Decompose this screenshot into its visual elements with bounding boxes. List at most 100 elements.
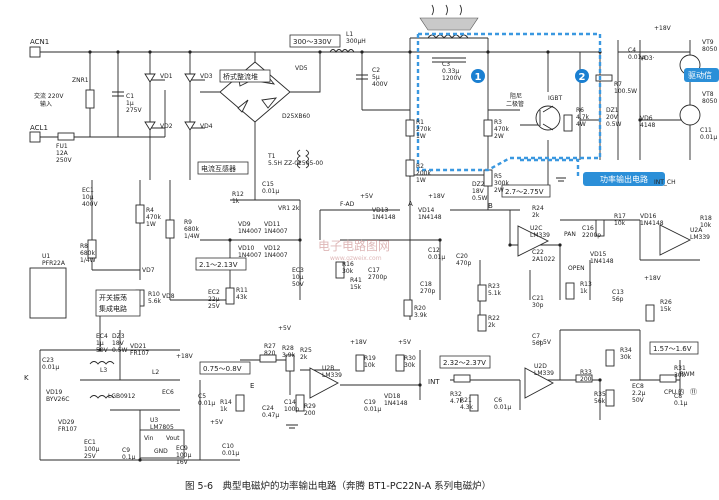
- v157-box: [649, 341, 699, 355]
- component-label: EC6: [162, 389, 174, 396]
- osc-label-box: [95, 289, 141, 317]
- igbt-symbol: [535, 105, 561, 131]
- callout-number-1: 1: [475, 72, 482, 83]
- osc-ic-label-line1: 开关振荡: [99, 293, 127, 302]
- damper-diode-label-2: 二极管: [506, 100, 524, 108]
- u3-vin-label: Vin: [144, 435, 154, 442]
- figure-caption: 图 5-6 典型电磁炉的功率输出电路（奔腾 BT1-PC22N-A 系列电磁炉）: [185, 480, 491, 492]
- vt8-transistor: [679, 104, 701, 126]
- osc-ic-label-line2: 集成电路: [99, 304, 127, 313]
- cpu-pin-label: CPU 的: [664, 388, 684, 396]
- v300-label: 300～330V: [293, 38, 332, 46]
- v157-label: 1.57～1.6V: [653, 345, 692, 353]
- bridge-rectifier-label: 桥式整流堆: [223, 72, 258, 81]
- mains-input-label-2: 输入: [40, 100, 52, 108]
- rail-p18-bottom: +18V: [350, 339, 368, 346]
- power-output-pointer: [520, 158, 580, 178]
- v300-box: [289, 34, 341, 48]
- acl1-net-label: ACL1: [30, 124, 48, 132]
- f-ad-net-label: F-AD: [340, 201, 355, 208]
- watermark-url: www.gzweix.com: [330, 255, 382, 262]
- acn1-terminal: [29, 46, 41, 58]
- rail-p5-bottom-2: +5V: [398, 339, 412, 346]
- rail-p5-reg: +5V: [210, 419, 224, 426]
- u3-gnd-label: GND: [154, 448, 168, 455]
- a-node-label: A: [408, 200, 413, 208]
- v232-box: [439, 355, 491, 369]
- cpu-pin-number: ⑪: [690, 388, 697, 396]
- rail-p18-right: +18V: [644, 275, 662, 282]
- drive-signal-label-box: [684, 68, 719, 82]
- component-label: L3: [100, 367, 107, 374]
- damper-diode-label-1: 阻尼: [510, 92, 522, 100]
- int-net-label: INT: [428, 378, 440, 386]
- rail-p18-mid: +18V: [428, 193, 446, 200]
- component-label: VD8: [162, 293, 175, 300]
- component-label: VD4: [200, 123, 213, 130]
- u2c-comparator: [517, 225, 550, 257]
- component-label: ZNR1: [72, 77, 89, 84]
- component-label: VD7: [142, 267, 155, 274]
- callout-circle-2: [575, 69, 589, 83]
- v27-label: 2.7～2.75V: [505, 188, 544, 196]
- u2d-comparator: [524, 367, 554, 399]
- power-output-label: 功率输出电路: [600, 174, 648, 184]
- acn1-net-label: ACN1: [30, 38, 49, 46]
- drive-signal-label: 驱动信: [688, 70, 712, 80]
- induction-pan-icon: [419, 17, 479, 31]
- component-label: LGB0912: [108, 393, 136, 400]
- v075-box: [199, 361, 251, 375]
